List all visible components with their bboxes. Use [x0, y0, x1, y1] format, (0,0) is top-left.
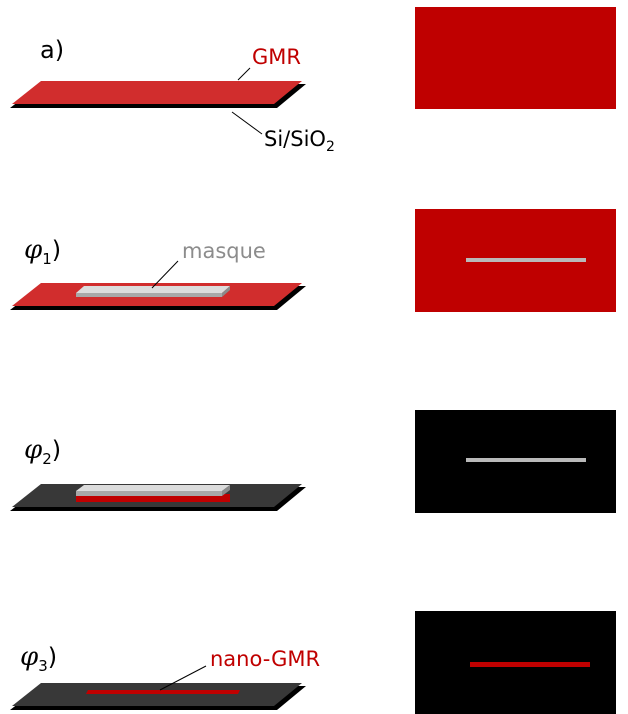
step-phi2: φ2) — [10, 410, 616, 513]
step-phi1-label: φ1) — [24, 235, 61, 268]
topview-mask-line — [466, 258, 586, 262]
sisio2-leader-line — [231, 111, 263, 135]
sisio2-annotation: Si/SiO2 — [264, 127, 335, 155]
step-a: a) GMR Si/SiO2 — [10, 7, 616, 155]
mask-top — [76, 286, 230, 293]
mask-side — [222, 286, 230, 297]
step-a-label: a) — [40, 36, 64, 64]
mask-front — [76, 491, 222, 496]
gmr-layer — [12, 81, 302, 104]
step-phi3: φ3) nano-GMR — [10, 611, 616, 714]
step-phi2-label: φ2) — [24, 435, 61, 468]
topview-nano-gmr-line — [470, 662, 590, 667]
topview-a — [415, 7, 616, 109]
masque-leader-line — [151, 260, 179, 289]
mask-top — [76, 485, 230, 491]
mask-front — [76, 293, 222, 297]
step-phi1: φ1) masque — [10, 209, 616, 312]
masque-annotation: masque — [182, 239, 266, 263]
nano-gmr-wire — [86, 690, 240, 694]
nano-gmr-leader-line — [159, 665, 207, 691]
nano-gmr-annotation: nano-GMR — [210, 647, 320, 671]
gmr-leader-line — [237, 67, 251, 81]
topview-mask-line — [466, 458, 586, 462]
etched-substrate — [12, 683, 302, 706]
step-phi3-label: φ3) — [20, 642, 57, 675]
remaining-gmr — [76, 494, 230, 502]
gmr-annotation: GMR — [252, 45, 301, 69]
mask-side — [222, 485, 230, 496]
